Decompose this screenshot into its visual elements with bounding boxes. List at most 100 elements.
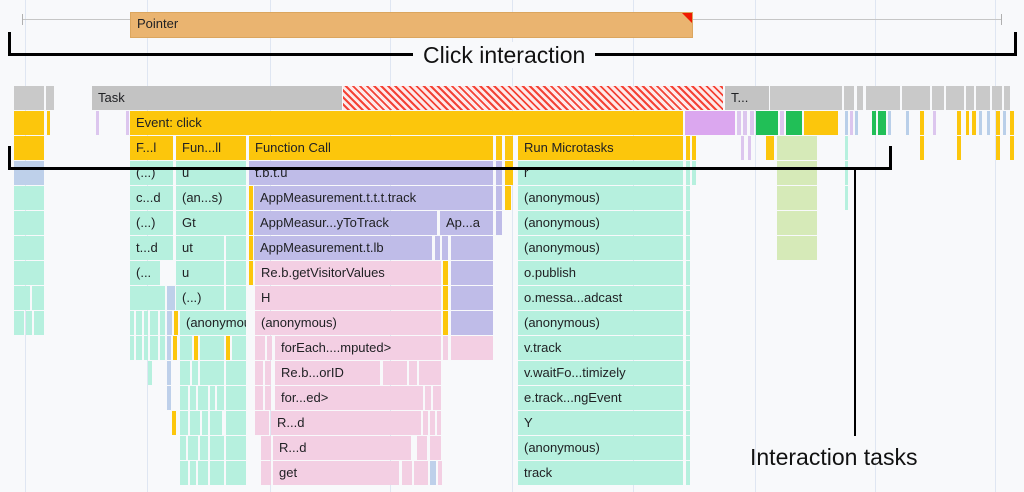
- flame-block[interactable]: t...d: [130, 236, 173, 260]
- flame-block[interactable]: [202, 411, 208, 435]
- flame-block[interactable]: [425, 386, 431, 410]
- flame-block[interactable]: [32, 286, 44, 310]
- flame-block[interactable]: [194, 336, 198, 360]
- flame-block[interactable]: [777, 186, 817, 210]
- flame-block[interactable]: [686, 386, 690, 410]
- flame-block[interactable]: [692, 161, 696, 185]
- flame-block[interactable]: [857, 86, 863, 110]
- flame-block[interactable]: [232, 336, 246, 360]
- flame-block[interactable]: [804, 111, 838, 135]
- flame-block[interactable]: [148, 361, 152, 385]
- flame-block[interactable]: [14, 261, 44, 285]
- flame-block[interactable]: [780, 111, 784, 135]
- flame-block[interactable]: Re.b.getVisitorValues: [255, 261, 441, 285]
- flame-block[interactable]: [14, 186, 44, 210]
- flame-block[interactable]: [976, 86, 990, 110]
- flame-block[interactable]: [686, 461, 690, 485]
- flame-block[interactable]: [200, 336, 224, 360]
- flame-block[interactable]: [686, 336, 690, 360]
- flame-block[interactable]: (...): [130, 211, 173, 235]
- flame-block[interactable]: [261, 436, 271, 460]
- flame-block[interactable]: [130, 336, 134, 360]
- flame-block[interactable]: [845, 111, 848, 135]
- flame-block[interactable]: [198, 386, 208, 410]
- flame-block[interactable]: [255, 386, 263, 410]
- flame-block[interactable]: [686, 211, 690, 235]
- flame-block[interactable]: [226, 461, 246, 485]
- flame-block[interactable]: for...ed>: [275, 386, 423, 410]
- flame-block[interactable]: [249, 186, 253, 210]
- flame-block[interactable]: [190, 411, 200, 435]
- flame-block[interactable]: [150, 336, 158, 360]
- flame-block[interactable]: t.b.t.u: [249, 161, 493, 185]
- flame-block[interactable]: [210, 461, 224, 485]
- flame-block[interactable]: [442, 236, 448, 260]
- flame-block[interactable]: [226, 386, 246, 410]
- flame-block[interactable]: [770, 86, 842, 110]
- flame-block[interactable]: [255, 411, 269, 435]
- flame-block[interactable]: v.waitFo...timizely: [518, 361, 683, 385]
- flame-block[interactable]: [14, 161, 44, 185]
- flame-block[interactable]: [496, 211, 502, 235]
- flame-block[interactable]: [505, 136, 513, 160]
- flame-block[interactable]: [443, 286, 448, 310]
- flame-block[interactable]: [34, 311, 44, 335]
- flame-block[interactable]: (anonymous): [180, 311, 246, 335]
- flame-block[interactable]: [226, 411, 246, 435]
- flame-block[interactable]: [265, 386, 271, 410]
- flame-block[interactable]: [777, 161, 817, 185]
- flame-block[interactable]: [1010, 111, 1014, 135]
- flame-block[interactable]: [505, 186, 511, 210]
- flame-block[interactable]: [686, 236, 690, 260]
- flame-block[interactable]: [14, 311, 24, 335]
- flame-block[interactable]: [130, 311, 134, 335]
- flame-block[interactable]: [686, 311, 690, 335]
- flame-block[interactable]: [686, 411, 690, 435]
- flame-block[interactable]: [996, 136, 1000, 160]
- flame-block[interactable]: (anonymous): [518, 186, 683, 210]
- flame-block[interactable]: [136, 311, 142, 335]
- flame-block[interactable]: [686, 161, 690, 185]
- flame-block[interactable]: [433, 386, 441, 410]
- flame-block[interactable]: [414, 461, 428, 485]
- flame-block[interactable]: [265, 361, 271, 385]
- flame-block[interactable]: Function Call: [249, 136, 493, 160]
- flame-block[interactable]: [160, 336, 165, 360]
- flame-block[interactable]: [743, 111, 747, 135]
- flame-block[interactable]: [686, 436, 690, 460]
- flame-block[interactable]: [198, 461, 208, 485]
- flame-block[interactable]: u: [176, 161, 246, 185]
- flame-block[interactable]: Y: [518, 411, 683, 435]
- flame-block[interactable]: [496, 136, 502, 160]
- flame-block[interactable]: AppMeasurement.t.lb: [254, 236, 432, 260]
- flame-block[interactable]: [226, 236, 246, 260]
- flame-block[interactable]: [878, 111, 886, 135]
- flame-block[interactable]: (...): [176, 286, 224, 310]
- flame-block[interactable]: [150, 311, 158, 335]
- flame-block[interactable]: v.track: [518, 336, 683, 360]
- flame-block[interactable]: [430, 461, 436, 485]
- flame-block[interactable]: (anonymous): [518, 311, 683, 335]
- flame-block[interactable]: [180, 336, 192, 360]
- flame-block[interactable]: [160, 311, 165, 335]
- flame-block[interactable]: [435, 236, 440, 260]
- flame-block[interactable]: [966, 111, 969, 135]
- flame-block[interactable]: [1004, 86, 1010, 110]
- flame-block[interactable]: [686, 286, 690, 310]
- flame-block[interactable]: [167, 311, 172, 335]
- flame-block[interactable]: Event: click: [130, 111, 683, 135]
- flame-block[interactable]: H: [255, 286, 441, 310]
- flame-block[interactable]: (anonymous): [518, 236, 683, 260]
- flame-block[interactable]: [430, 436, 441, 460]
- flame-block[interactable]: [496, 186, 502, 210]
- flame-block[interactable]: [505, 161, 513, 185]
- flame-block[interactable]: (anonymous): [518, 211, 683, 235]
- flame-block[interactable]: [844, 86, 854, 110]
- flame-block[interactable]: [26, 311, 32, 335]
- flame-block[interactable]: [167, 336, 171, 360]
- flame-block[interactable]: [451, 286, 493, 310]
- flame-block[interactable]: AppMeasurement.t.t.t.track: [254, 186, 493, 210]
- flame-block[interactable]: [777, 211, 817, 235]
- flame-block[interactable]: [167, 286, 175, 310]
